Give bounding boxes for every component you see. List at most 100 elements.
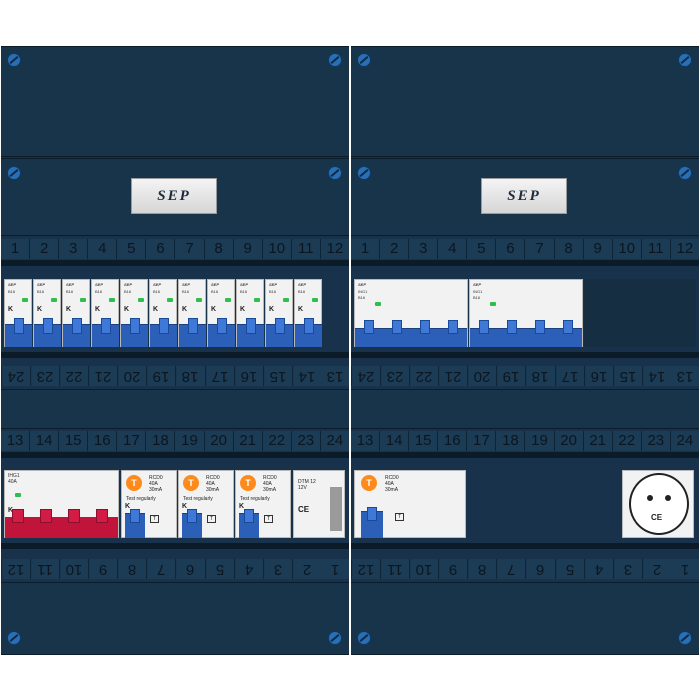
brand-plate: SEP [481,178,567,214]
slot-number: 21 [584,431,613,451]
isolator-lever-handle [68,509,80,523]
screw-icon [357,53,371,67]
brand-mark: SEP [473,282,482,287]
slot-number: 1 [1,239,31,259]
screw-icon [328,631,342,645]
slot-number: 3 [262,559,292,579]
class-mark: K [125,503,131,510]
breaker-rating: B16 [298,289,306,294]
test-button: T [395,513,405,521]
slot-number: 19 [175,431,205,451]
screw-icon [678,166,692,180]
screw-icon [357,166,371,180]
brand-mark: SEP [240,282,249,287]
slot-number: 4 [583,559,613,579]
slot-number: 11 [292,239,321,259]
class-mark: K [95,306,101,313]
test-button: T [150,515,160,523]
status-led-icon [15,493,21,497]
din-rail [1,260,349,266]
slot-number: 11 [30,559,60,579]
slot-number: 4 [88,239,118,259]
breaker-rating: B16 [269,289,277,294]
slot-number: 8 [555,239,584,259]
slot-number: 21 [438,366,468,386]
right-label-panel: SEP [351,158,699,236]
right-top-cover [351,46,699,157]
left-label-panel: SEP [1,158,349,236]
status-led-icon [80,298,86,302]
class-mark: K [239,503,245,510]
slot-number: 10 [409,559,439,579]
rcd-lever-handle [448,320,458,334]
slot-number: 9 [584,239,613,259]
brand-mark: SEP [153,282,162,287]
slot-number: 13 [676,368,694,385]
wall-socket[interactable]: CE [622,470,694,538]
breaker-lever-handle [130,318,140,334]
rcbo-spec: 40A [263,481,272,487]
status-led-icon [196,298,202,302]
empty-slots [584,279,696,347]
rcbo-spec: 30mA [385,487,399,493]
test-label: Test regularly [240,496,270,502]
class-mark: K [124,306,130,313]
breaker-rating: B16 [124,289,132,294]
slot-number: 17 [554,366,584,386]
breaker-rating: B16 [8,289,16,294]
slot-number: 17 [467,431,497,451]
rcd-base [355,328,467,347]
slot-number: 15 [59,431,89,451]
rcd-lever-handle [364,320,374,334]
right-bottom-cover [351,582,699,655]
slot-number: 18 [175,366,205,386]
slot-number: 5 [467,239,497,259]
breaker-rating: B16 [37,289,45,294]
slot-number: 5 [117,239,147,259]
breaker-lever-handle [304,318,314,334]
slot-number: 19 [496,366,526,386]
brand-mark: SEP [37,282,46,287]
slot-number: 7 [525,239,555,259]
breaker-lever-handle [275,318,285,334]
slot-number: 8 [467,559,497,579]
slot-number: 22 [263,431,292,451]
slot-number: 5 [554,559,584,579]
status-led-icon [312,298,318,302]
breaker-rating: B16 [66,289,74,294]
rcd-rating: B16 [358,295,366,300]
rcbo-spec: RCD0 [149,475,163,481]
slot-number: 10 [59,559,89,579]
brand-logo: SEP [157,187,191,204]
slot-number: 14 [30,431,60,451]
slot-number: 23 [380,366,410,386]
rcd-lever-handle [507,320,517,334]
rcd-lever-handle [392,320,402,334]
brand-mark: SEP [95,282,104,287]
slot-number: 1 [351,239,381,259]
slot-number: 21 [88,366,118,386]
rcbo-lever-handle [367,507,377,521]
